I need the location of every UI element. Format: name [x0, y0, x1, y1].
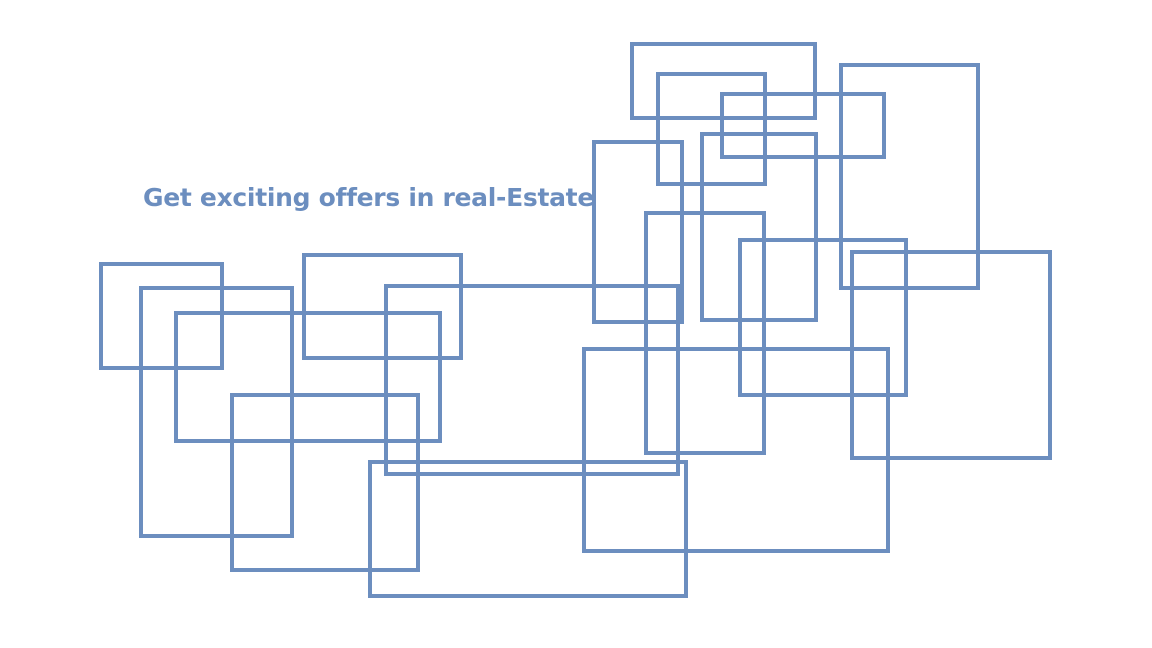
frame-rect — [720, 92, 886, 159]
frame-rect — [582, 347, 890, 553]
headline: Get exciting offers in real-Estate — [143, 183, 594, 212]
frame-rect — [368, 460, 688, 598]
frame-rect — [174, 311, 442, 443]
frame-rect — [230, 393, 420, 572]
frame-rect — [302, 253, 463, 360]
frame-rect — [592, 140, 684, 324]
frame-rect — [738, 238, 908, 397]
frame-rect — [644, 211, 766, 455]
frame-rect — [384, 284, 680, 476]
frame-rect — [700, 132, 818, 322]
frame-rect — [839, 63, 980, 290]
frame-rect — [850, 250, 1052, 460]
frame-rect — [139, 286, 294, 538]
frame-rect — [99, 262, 224, 370]
frame-rect — [656, 72, 767, 186]
